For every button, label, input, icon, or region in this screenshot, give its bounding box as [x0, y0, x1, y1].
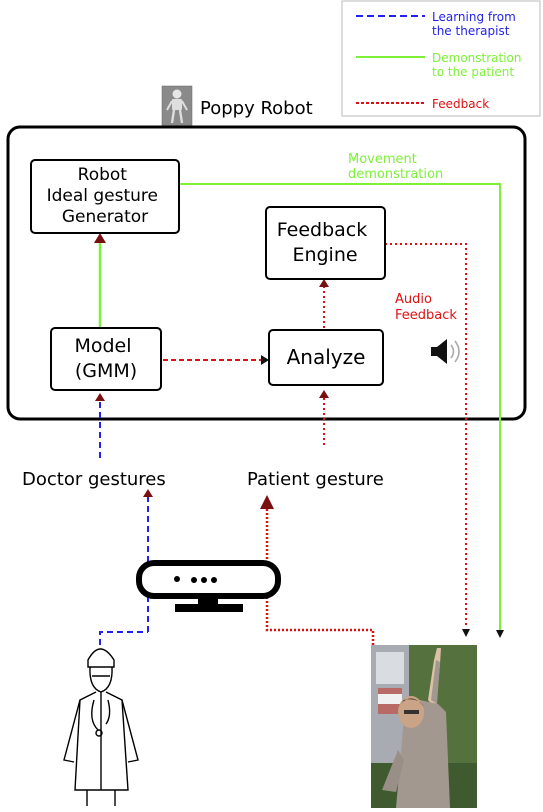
legend-label-demonstration: Demonstration to the patient — [432, 51, 525, 79]
speaker-icon — [431, 339, 460, 364]
node-model: Model (GMM) — [50, 327, 162, 391]
arrowhead-audio-end — [462, 629, 470, 637]
node-feedback-engine: Feedback Engine — [265, 206, 386, 280]
patient-photo — [371, 645, 477, 808]
legend: Learning from the therapist Demonstratio… — [341, 0, 541, 117]
svg-text:Model (GMM): Model (GMM) — [74, 335, 137, 382]
connector-movement-demonstration — [180, 183, 501, 630]
node-analyze: Analyze — [268, 329, 384, 386]
arrowhead-generator — [94, 233, 106, 243]
arrowhead-analyze-bottom — [319, 390, 329, 398]
svg-text:Robot Ideal gesture: Robot Ideal gesture Generator — [47, 165, 164, 227]
label-audio-feedback: Audio Feedback — [395, 292, 457, 323]
node-generator: Robot Ideal gesture Generator — [30, 159, 180, 234]
arrowhead-doctor-label — [143, 489, 153, 497]
arrowhead-demo-end — [496, 630, 504, 638]
legend-frame — [341, 0, 541, 117]
arrowhead-patient-label — [260, 495, 274, 509]
legend-label-learning: Learning from the therapist — [432, 10, 520, 38]
robot-icon — [161, 85, 193, 127]
arrowhead-analyze — [261, 355, 269, 365]
label-doctor-gestures: Doctor gestures — [22, 469, 166, 490]
arrowhead-feedback-engine — [319, 279, 329, 287]
robot-frame — [6, 125, 527, 421]
doctor-figure-icon — [63, 648, 139, 806]
kinect-sensor-icon — [136, 560, 281, 612]
connector-doctor-to-sensor — [99, 631, 148, 645]
legend-label-feedback: Feedback — [432, 97, 489, 111]
robot-title: Poppy Robot — [200, 98, 313, 119]
label-movement-demonstration: Movement demonstration — [348, 152, 443, 182]
connector-patient-to-sensor — [265, 508, 375, 645]
svg-text:Analyze: Analyze — [287, 345, 366, 369]
connector-audio-feedback — [385, 243, 467, 628]
arrowhead-model-bottom — [95, 393, 105, 401]
label-patient-gesture: Patient gesture — [247, 469, 384, 490]
svg-text:Feedback Engine: Feedback Engine — [277, 219, 374, 266]
